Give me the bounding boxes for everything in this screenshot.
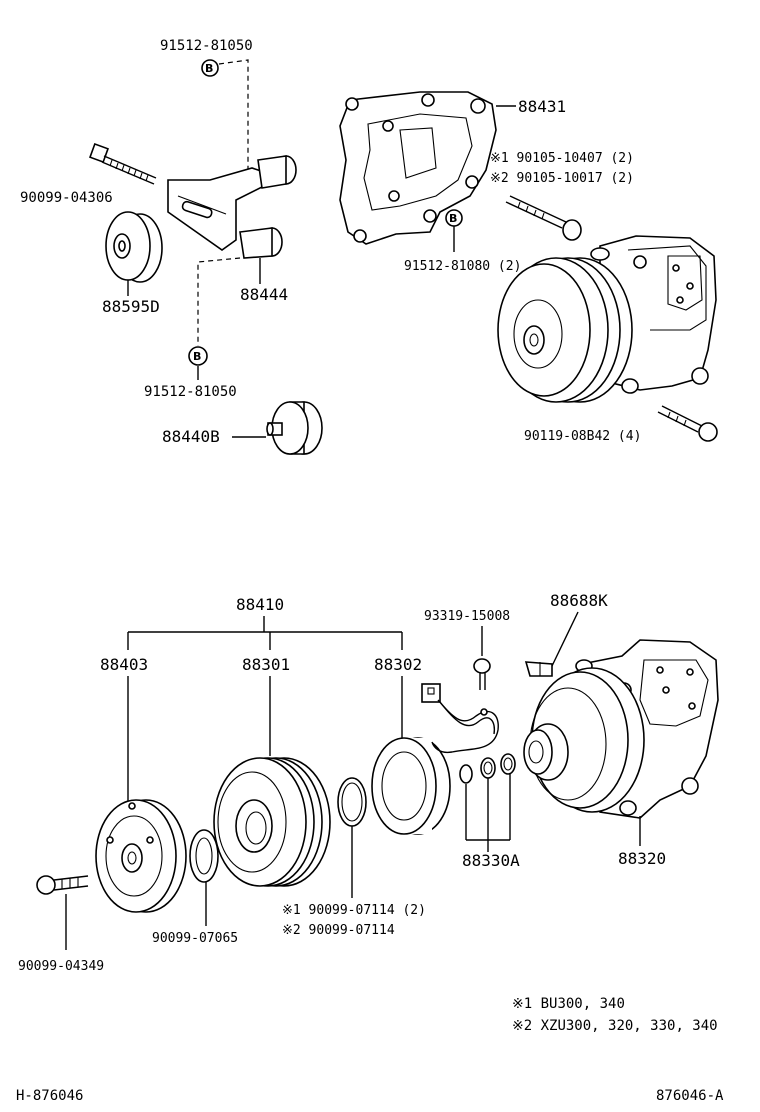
label-88444: 88444	[240, 285, 288, 304]
pulley-88595D	[105, 211, 163, 283]
label-90099-04306: 90099-04306	[20, 190, 113, 206]
label-note2-snap-ring: ※2 90099-07114	[282, 923, 395, 938]
callout-b-bracket-text: B	[449, 212, 457, 225]
wire-harness	[421, 683, 499, 754]
label-88688K: 88688K	[550, 591, 608, 610]
callout-b-bracket: B	[445, 209, 463, 227]
label-note1-snap-ring: ※1 90099-07114 (2)	[282, 903, 426, 918]
footer-right-code: 876046-A	[656, 1088, 724, 1104]
legend-note2: ※2 XZU300, 320, 330, 340	[512, 1018, 718, 1034]
label-88403: 88403	[100, 655, 148, 674]
label-note1-bolt: ※1 90105-10407 (2)	[490, 151, 634, 166]
label-91512-81050-bottom: 91512-81050	[144, 384, 237, 400]
label-88301: 88301	[242, 655, 290, 674]
footer-left-code: H-876046	[16, 1088, 83, 1104]
bolt-90099-04306	[89, 143, 157, 185]
label-88440B: 88440B	[162, 427, 220, 446]
label-88330A: 88330A	[462, 851, 520, 870]
label-88595D: 88595D	[102, 297, 160, 316]
washer-90099-07065	[189, 829, 219, 883]
label-90099-07065: 90099-07065	[152, 931, 238, 946]
label-88302: 88302	[374, 655, 422, 674]
label-88431: 88431	[518, 97, 566, 116]
snap-ring-90099-07114	[337, 777, 367, 827]
clip-88688K	[524, 661, 553, 677]
label-90119-08B42: 90119-08B42 (4)	[524, 429, 641, 444]
stator-coil-88302	[371, 737, 451, 835]
callout-b-top-text: B	[205, 62, 213, 75]
bolt-90099-04349	[36, 875, 89, 895]
bracket-88431	[339, 91, 497, 245]
screw-93319-15008	[473, 658, 491, 690]
bolt-90105	[505, 195, 582, 241]
pulley-88301	[213, 757, 331, 887]
label-88410: 88410	[236, 595, 284, 614]
callout-b-bottom: B	[188, 346, 208, 366]
clutch-plate-88403	[95, 799, 187, 913]
label-88320: 88320	[618, 849, 666, 868]
idler-88440B	[266, 401, 323, 455]
label-note2-bolt: ※2 90105-10017 (2)	[490, 171, 634, 186]
callout-b-top: B	[201, 59, 219, 77]
label-90099-04349: 90099-04349	[18, 959, 104, 974]
bolt-90119-08B42	[657, 405, 718, 442]
legend-note1: ※1 BU300, 340	[512, 996, 625, 1012]
label-91512-81080: 91512-81080 (2)	[404, 259, 521, 274]
label-91512-81050-top: 91512-81050	[160, 38, 253, 54]
bracket-88444	[167, 155, 297, 259]
compressor-88320	[523, 639, 719, 819]
compressor-assembly-top	[497, 235, 717, 403]
label-93319-15008: 93319-15008	[424, 609, 510, 624]
callout-b-bottom-text: B	[193, 350, 201, 363]
